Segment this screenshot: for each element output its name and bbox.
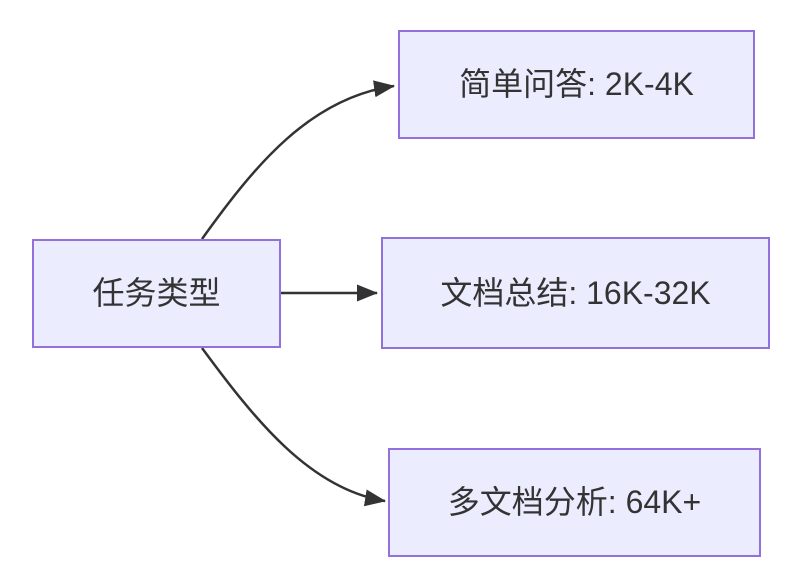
- node-task-type: 任务类型: [32, 239, 281, 348]
- edge-task-type-to-multi-doc: [200, 347, 386, 507]
- node-doc-summary: 文档总结: 16K-32K: [381, 237, 770, 349]
- edge-task-type-to-simple-qa: [200, 80, 395, 240]
- node-multi-doc-label: 多文档分析: 64K+: [447, 484, 702, 521]
- node-simple-qa-label: 简单问答: 2K-4K: [459, 66, 694, 103]
- node-doc-summary-label: 文档总结: 16K-32K: [440, 274, 711, 311]
- node-simple-qa: 简单问答: 2K-4K: [398, 30, 755, 139]
- node-multi-doc: 多文档分析: 64K+: [388, 448, 761, 557]
- node-task-type-label: 任务类型: [92, 275, 221, 312]
